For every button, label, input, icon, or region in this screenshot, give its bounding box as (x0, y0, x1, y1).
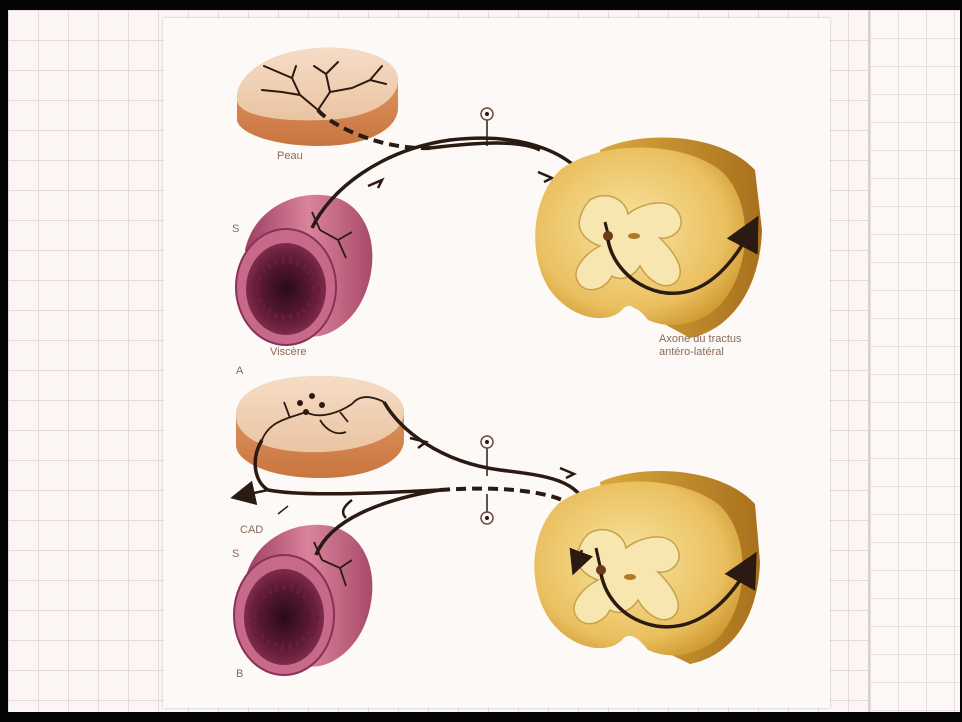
label-panel-a: A (236, 365, 243, 378)
label-cad: CAD (240, 524, 263, 537)
viscera-tube-b (234, 525, 372, 675)
skin-block-b (236, 376, 404, 478)
label-axone-line2: antéro-latéral (659, 346, 724, 359)
label-axone-line1: Axone du tractus (659, 333, 742, 346)
label-s-top: S (232, 223, 239, 236)
skin-block-a (237, 48, 398, 146)
spinal-cord-section-b (534, 471, 760, 664)
label-peau: Peau (277, 150, 303, 163)
label-panel-b: B (236, 668, 243, 681)
spinal-cord-section-a (535, 137, 762, 338)
viscera-tube-a (236, 195, 372, 345)
label-viscere: Viscère (270, 346, 306, 359)
label-s-bottom: S (232, 548, 239, 561)
